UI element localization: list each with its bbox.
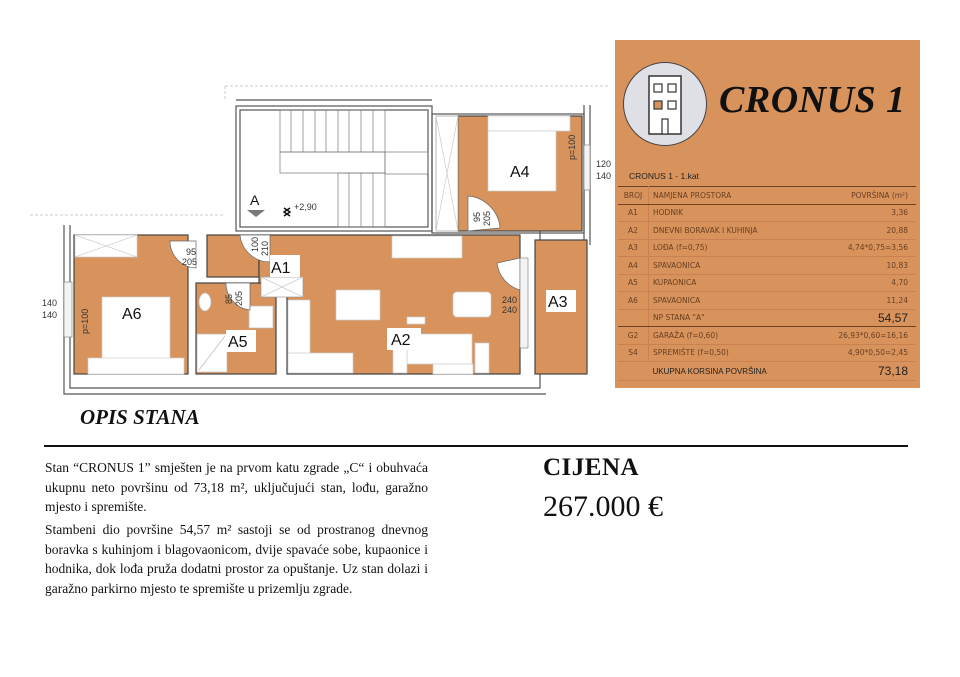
svg-text:140: 140 <box>42 298 57 308</box>
room-label-a2: A2 <box>391 332 411 349</box>
windows <box>63 144 591 349</box>
apartment-title: CRONUS 1 <box>719 79 906 121</box>
building-icon <box>647 74 682 135</box>
door-swings <box>169 195 521 311</box>
room-label-a4: A4 <box>510 164 530 181</box>
room-labels: A4 A6 A1 A5 A2 A3 <box>122 164 568 351</box>
furniture-a6 <box>74 234 185 375</box>
svg-text:95: 95 <box>186 247 196 257</box>
table-row: A6 SPAVAONICA 11,24 <box>618 291 916 310</box>
section-marker: A <box>250 192 260 208</box>
svg-text:205: 205 <box>182 257 197 267</box>
description-paragraph: Stambeni dio površine 54,57 m² sastoji s… <box>45 522 428 596</box>
svg-text:140: 140 <box>596 171 611 181</box>
elevation-marker-icon <box>282 207 292 217</box>
table-row: S4 SPREMIŠTE (f=0,50) 4,90*0,50=2,45 <box>618 344 916 362</box>
column-header-room: NAMJENA PROSTORA <box>648 186 809 205</box>
price-label: CIJENA <box>543 454 640 481</box>
svg-text:205: 205 <box>234 291 244 306</box>
room-label-a3: A3 <box>548 294 568 311</box>
room-label-a6: A6 <box>122 306 142 323</box>
svg-text:140: 140 <box>42 310 57 320</box>
svg-text:205: 205 <box>482 211 492 226</box>
area-table: BROJ NAMJENA PROSTORA POVRŠINA (m²) A1 H… <box>618 186 916 381</box>
column-header-number: BROJ <box>618 186 649 205</box>
svg-text:240: 240 <box>502 295 517 305</box>
table-row: A2 DNEVNI BORAVAK I KUHINJA 20,88 <box>618 221 916 240</box>
apartment-info-panel: CRONUS 1 CRONUS 1 - 1.kat BROJ NAMJENA P… <box>615 40 920 388</box>
elevation-label: +2,90 <box>294 202 317 212</box>
subtotal-row: NP STANA "A" 54,57 <box>618 308 916 327</box>
svg-text:p=100: p=100 <box>80 309 90 334</box>
table-row: A4 SPAVAONICA 10,83 <box>618 256 916 275</box>
total-row: UKUPNA KORSINA POVRŠINA 73,18 <box>618 361 916 381</box>
price-value: 267.000 € <box>543 490 663 523</box>
table-row: A5 KUPAONICA 4,70 <box>618 274 916 292</box>
table-row: A1 HODNIK 3,36 <box>618 204 916 222</box>
column-header-area: POVRŠINA (m²) <box>808 186 916 205</box>
table-row: G2 GARAŽA (f=0,60) 26,93*0,60=16,16 <box>618 326 916 345</box>
dimension-labels: 95 205 95 205 85 205 100 210 240 240 120… <box>42 135 611 334</box>
stairs <box>279 109 429 228</box>
furniture-a1 <box>260 276 304 298</box>
svg-text:95: 95 <box>472 212 482 222</box>
section-arrow-icon <box>247 210 265 217</box>
furniture-a5 <box>196 292 274 373</box>
description-paragraph: Stan “CRONUS 1” smješten je na prvom kat… <box>45 460 428 514</box>
section-divider <box>44 445 908 447</box>
description-title: OPIS STANA <box>80 405 200 429</box>
building-logo <box>623 62 707 146</box>
area-table-title: CRONUS 1 - 1.kat <box>629 171 699 181</box>
svg-text:210: 210 <box>260 241 270 256</box>
svg-text:85: 85 <box>224 294 234 304</box>
room-label-a1: A1 <box>271 260 291 277</box>
svg-text:p=100: p=100 <box>567 135 577 160</box>
svg-text:100: 100 <box>250 237 260 252</box>
area-table-header: BROJ NAMJENA PROSTORA POVRŠINA (m²) <box>618 186 916 205</box>
floor-plan: A4 A6 A1 A5 A2 A3 A +2,90 95 205 95 205 … <box>30 85 611 395</box>
table-row: A3 LOĐA (f=0,75) 4,74*0,75=3,56 <box>618 239 916 257</box>
svg-text:240: 240 <box>502 305 517 315</box>
furniture-a4 <box>435 115 571 232</box>
room-label-boxes <box>116 158 576 352</box>
plan-outline-dashed <box>30 85 610 216</box>
furniture-a2 <box>287 235 492 375</box>
room-label-a5: A5 <box>228 334 248 351</box>
svg-text:120: 120 <box>596 159 611 169</box>
